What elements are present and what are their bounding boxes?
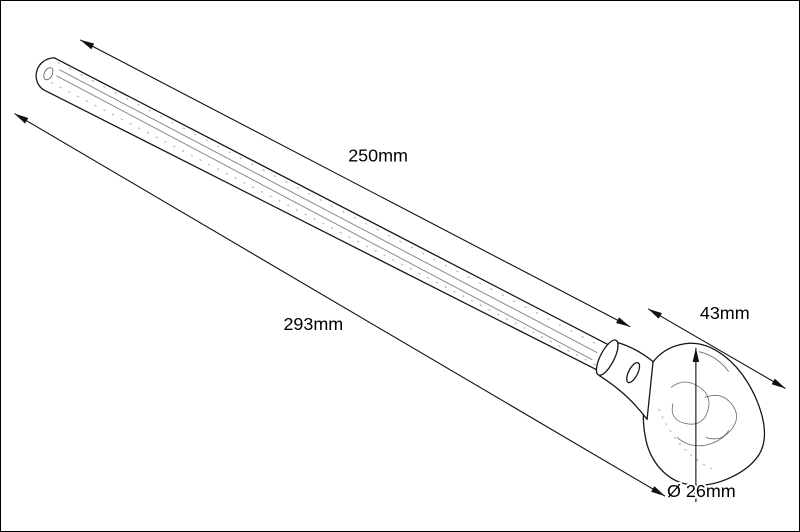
knob-finial bbox=[642, 342, 766, 486]
dimension-shaft-length: 250mm bbox=[79, 39, 631, 328]
knob-texture bbox=[676, 430, 730, 447]
dim-line-shaft-length bbox=[79, 39, 631, 328]
shaft-highlight-line bbox=[59, 69, 598, 354]
shaft-tip-detail bbox=[43, 67, 54, 81]
dim-label-shaft-length: 250mm bbox=[348, 145, 408, 165]
dim-label-overall-length: 293mm bbox=[283, 314, 343, 334]
dim-line-overall-length bbox=[14, 113, 666, 497]
dim-label-knob-length: 43mm bbox=[700, 303, 750, 323]
dim-line-knob-length bbox=[647, 308, 786, 390]
dimension-knob-diameter: Ø 26mm bbox=[665, 347, 738, 503]
dimension-knob-length: 43mm bbox=[647, 301, 786, 390]
dimension-overall-length: 293mm bbox=[14, 113, 666, 497]
dim-label-knob-diameter: Ø 26mm bbox=[667, 481, 736, 501]
knob-texture bbox=[704, 394, 737, 440]
